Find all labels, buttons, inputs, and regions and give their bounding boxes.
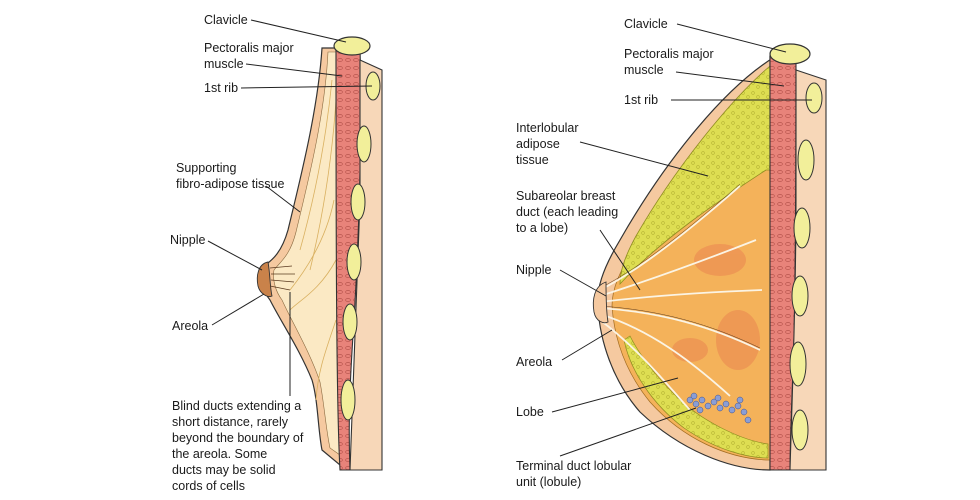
right-duct-outlines xyxy=(599,183,761,349)
left-blind-ducts xyxy=(269,265,295,291)
right-label-rib: 1st rib xyxy=(624,93,659,107)
right-label-pectoralis: Pectoralis major muscle xyxy=(624,47,714,77)
right-label-clavicle: Clavicle xyxy=(624,17,668,31)
right-label-areola: Areola xyxy=(516,355,553,369)
right-clavicle-bone xyxy=(769,43,811,65)
right-tdlu-clusters xyxy=(686,392,752,424)
left-label-pectoralis: Pectoralis major muscle xyxy=(204,41,294,71)
left-ribs xyxy=(340,71,381,421)
left-nipple-shape xyxy=(256,261,273,297)
left-label-rib: 1st rib xyxy=(204,81,239,95)
right-label-nipple: Nipple xyxy=(516,263,552,277)
right-subareolar-ducts xyxy=(599,185,763,411)
right-label-interlobular: Interlobular adipose tissue xyxy=(516,121,579,167)
left-chest-wall xyxy=(349,59,383,471)
right-breast-diagram xyxy=(592,43,827,471)
left-leader-lines xyxy=(207,19,373,396)
left-label-supporting: Supporting fibro-adipose tissue xyxy=(176,161,285,191)
right-interlobular-adipose xyxy=(619,65,771,286)
left-label-areola: Areola xyxy=(172,319,209,333)
left-label-clavicle: Clavicle xyxy=(204,13,248,27)
right-leader-lines xyxy=(551,23,812,457)
left-label-nipple: Nipple xyxy=(170,233,206,247)
right-ribs xyxy=(789,82,823,451)
right-label-tdlu: Terminal duct lobular unit (lobule) xyxy=(516,459,632,489)
left-clavicle-bone xyxy=(333,36,371,56)
left-breast-diagram xyxy=(256,36,383,471)
right-nipple-shape xyxy=(592,281,609,324)
left-label-blind-ducts: Blind ducts extending a short distance, … xyxy=(172,399,304,493)
left-fibrous-strands xyxy=(289,79,337,401)
right-label-lobe: Lobe xyxy=(516,405,544,419)
right-lower-adipose xyxy=(623,335,769,459)
left-fibro-adipose xyxy=(273,51,341,456)
right-label-subareolar: Subareolar breast duct (each leading to … xyxy=(516,189,619,235)
